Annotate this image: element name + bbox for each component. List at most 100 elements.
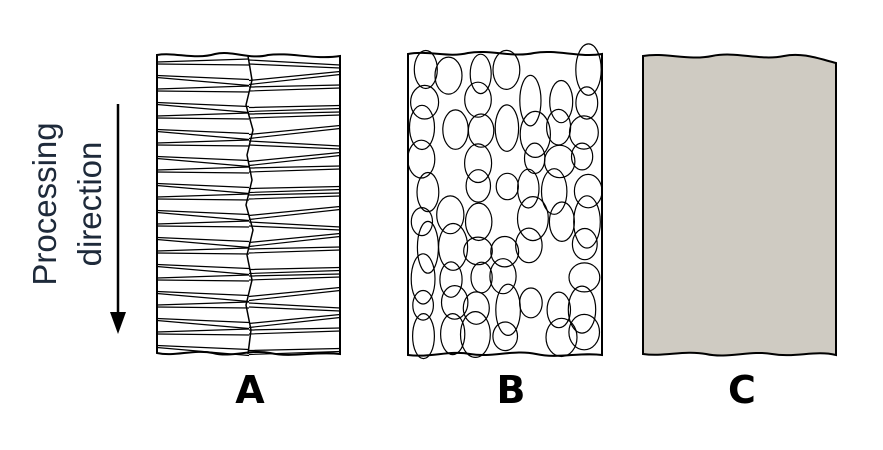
- grain: [464, 143, 493, 184]
- grain: [413, 49, 438, 90]
- grain: [440, 313, 466, 356]
- grain: [469, 53, 492, 95]
- lamella-line: [156, 274, 250, 282]
- grain: [515, 227, 543, 264]
- grain: [575, 86, 599, 120]
- lamella-line: [248, 232, 341, 248]
- lamella-line: [156, 209, 250, 222]
- lamella-line: [248, 185, 341, 194]
- lamella-line: [156, 101, 250, 114]
- lamella-line: [248, 192, 341, 200]
- grain: [410, 253, 436, 305]
- panel-b-outline: [407, 50, 603, 357]
- grain: [516, 196, 549, 242]
- lamella-line: [248, 59, 341, 69]
- grain: [495, 172, 519, 201]
- lamella-line: [248, 286, 341, 302]
- grain: [465, 169, 492, 203]
- grain: [540, 168, 568, 215]
- grain: [410, 207, 434, 237]
- panel-c-outline: [642, 53, 837, 357]
- grain: [490, 235, 520, 268]
- panel-b-equiaxed-structure: [407, 43, 603, 360]
- lamella-line: [248, 266, 341, 275]
- lamella-line: [156, 128, 250, 141]
- grain: [573, 173, 603, 209]
- lamella-line: [248, 313, 341, 329]
- grain: [407, 139, 436, 179]
- lamella-line: [248, 347, 341, 356]
- lamella-line: [248, 302, 341, 312]
- grain: [464, 81, 492, 118]
- grain: [571, 227, 598, 261]
- lamella-line: [156, 301, 250, 309]
- lamella-line: [156, 85, 250, 93]
- lamella-line: [156, 290, 250, 303]
- grain: [567, 285, 597, 334]
- grain: [410, 84, 440, 120]
- lamella-line: [156, 328, 250, 336]
- panel-label-b: B: [496, 368, 526, 412]
- lamella-line: [156, 263, 250, 276]
- grain: [548, 201, 576, 243]
- panel-a-outline: [156, 52, 341, 356]
- grain: [440, 285, 469, 320]
- lamella-line: [248, 151, 341, 167]
- grain: [408, 104, 436, 151]
- grain: [463, 236, 493, 266]
- lamella-line: [156, 220, 250, 228]
- grain: [492, 321, 519, 352]
- grain: [546, 291, 572, 329]
- lamella-line: [156, 139, 250, 147]
- grain: [570, 142, 594, 171]
- grain: [467, 113, 495, 148]
- grain: [439, 261, 463, 298]
- lamella-line: [248, 104, 341, 113]
- lamella-line: [248, 124, 341, 140]
- lamella-line: [248, 327, 341, 335]
- grain: [494, 104, 520, 152]
- grain: [568, 262, 601, 293]
- panel-a-boundary: [245, 55, 254, 355]
- grain: [412, 313, 436, 360]
- grain: [575, 43, 602, 96]
- lamella-line: [156, 236, 250, 249]
- grain: [545, 317, 578, 358]
- lamella-line: [156, 112, 250, 120]
- grain: [434, 56, 463, 95]
- grain: [573, 195, 601, 249]
- lamella-line: [248, 84, 341, 92]
- lamella-line: [156, 317, 250, 330]
- grain: [568, 313, 601, 351]
- grain: [492, 49, 521, 91]
- grain: [464, 202, 493, 242]
- panel-c-uniform-structure: [642, 53, 837, 357]
- lamella-line: [248, 140, 341, 150]
- lamella-line: [156, 74, 250, 87]
- grain: [436, 195, 465, 235]
- lamella-line: [156, 193, 250, 201]
- lamella-line: [248, 205, 341, 221]
- lamella-line: [248, 111, 341, 119]
- lamella-line: [248, 246, 341, 254]
- lamella-line: [156, 155, 250, 168]
- grain: [489, 258, 517, 295]
- grain: [519, 74, 542, 127]
- grain: [462, 291, 490, 325]
- lamella-line: [156, 344, 250, 357]
- grain: [438, 222, 469, 271]
- grain: [543, 144, 576, 179]
- grain: [549, 79, 574, 124]
- panel-label-a: A: [235, 368, 265, 412]
- lamella-line: [156, 182, 250, 195]
- down-arrow-icon: [110, 104, 126, 334]
- lamella-line: [156, 166, 250, 174]
- panel-label-c: C: [728, 368, 756, 412]
- grain: [519, 110, 552, 158]
- grain: [568, 115, 599, 150]
- grain: [412, 289, 435, 321]
- lamella-line: [156, 58, 250, 66]
- grain: [519, 287, 543, 319]
